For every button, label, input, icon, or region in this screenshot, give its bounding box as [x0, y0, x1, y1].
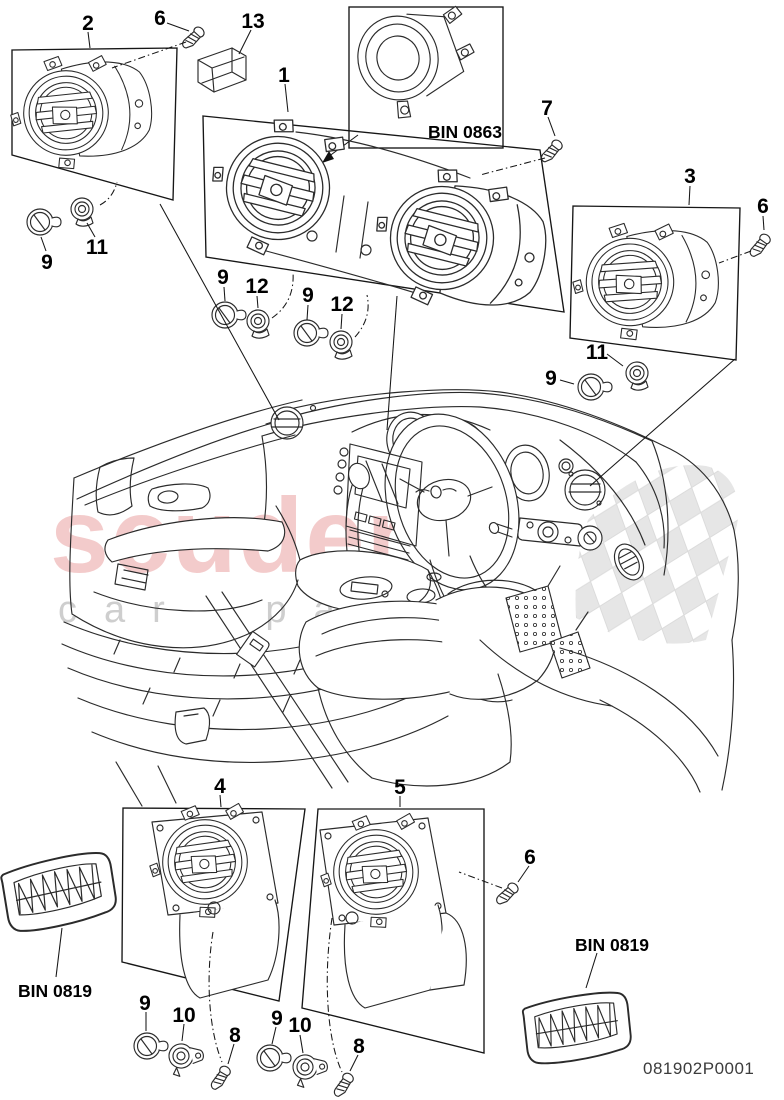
knob-9c [293, 319, 329, 347]
callout-10-bot2: 10 [288, 1014, 311, 1037]
bin-0863-label: BIN 0863 [428, 122, 502, 142]
callout-9-bot2: 9 [271, 1007, 283, 1030]
vent-assembly-3 [568, 219, 722, 345]
item-4-box [121, 807, 306, 1002]
screw-icon-8a [209, 1063, 233, 1093]
callout-7: 7 [541, 97, 553, 120]
instrument-module-bin0863 [357, 5, 475, 119]
callout-10-bot1: 10 [172, 1004, 195, 1027]
seat-belt [174, 591, 349, 789]
holder-10a [166, 1040, 207, 1079]
callout-6-top: 6 [154, 7, 166, 30]
socket-12b [329, 330, 353, 360]
ignition-switch [577, 525, 603, 551]
diagram-code: 081902P0001 [643, 1059, 754, 1078]
callout-11-left: 11 [86, 236, 109, 259]
callout-4: 4 [214, 775, 226, 798]
bin-0819-right-label: BIN 0819 [575, 935, 649, 955]
callout-12-mid2: 12 [330, 293, 353, 316]
callout-6-right: 6 [757, 195, 769, 218]
leader-lines [40, 22, 765, 1073]
grille-bin0819-left [0, 843, 124, 940]
callout-1: 1 [278, 64, 290, 87]
bentley-wings-emblem [415, 485, 457, 499]
bin-0863-arrowhead [322, 151, 334, 163]
knob-9b [211, 301, 247, 329]
knob-9e [133, 1032, 169, 1060]
vent-assembly-1 [195, 103, 558, 319]
grille-bin0819-right [517, 984, 638, 1071]
vent-assembly-4 [141, 798, 280, 999]
passenger-dash-vent [564, 469, 606, 511]
vent-assembly-2 [4, 51, 157, 176]
callout-11-right: 11 [586, 341, 609, 364]
callout-3: 3 [684, 165, 696, 188]
callout-9-bot1: 9 [139, 992, 151, 1015]
item-1-box [202, 115, 565, 313]
callout-12-mid1: 12 [245, 275, 268, 298]
callout-9-mid1: 9 [217, 266, 229, 289]
knob-9d [577, 373, 613, 401]
vent-assembly-5 [312, 808, 467, 1009]
callout-8-bot1: 8 [229, 1024, 241, 1047]
callout-6-bottom: 6 [524, 846, 536, 869]
driver-dash-vent [270, 404, 317, 440]
knob-9f [256, 1044, 292, 1072]
item-3-box [569, 205, 741, 361]
knob-9a [26, 208, 62, 236]
callout-9-mid2: 9 [302, 284, 314, 307]
socket-11b [625, 361, 649, 391]
item-5-box [301, 808, 485, 1054]
socket-12a [246, 309, 270, 339]
callout-13: 13 [241, 10, 264, 33]
socket-11a [70, 197, 94, 227]
callout-5: 5 [394, 776, 406, 799]
callout-9-right: 9 [545, 367, 557, 390]
callout-8-bot2: 8 [353, 1035, 365, 1058]
pedals [505, 565, 591, 679]
door-panel [69, 434, 299, 649]
screw-icon-7 [539, 137, 565, 166]
screw-icon-6b [747, 231, 773, 261]
callout-9-left: 9 [41, 251, 53, 274]
bin-0819-left-label: BIN 0819 [18, 981, 92, 1001]
screw-icon-8b [332, 1070, 356, 1100]
callout-2: 2 [82, 12, 94, 35]
checkered-flag-watermark [575, 464, 739, 644]
screw-icon-6c [494, 880, 521, 909]
holder-10b [290, 1051, 331, 1090]
side-demister-vent [613, 543, 645, 581]
retainer-13 [197, 47, 247, 93]
bin-0863-box [348, 6, 504, 149]
car-interior-drawing [61, 389, 739, 807]
